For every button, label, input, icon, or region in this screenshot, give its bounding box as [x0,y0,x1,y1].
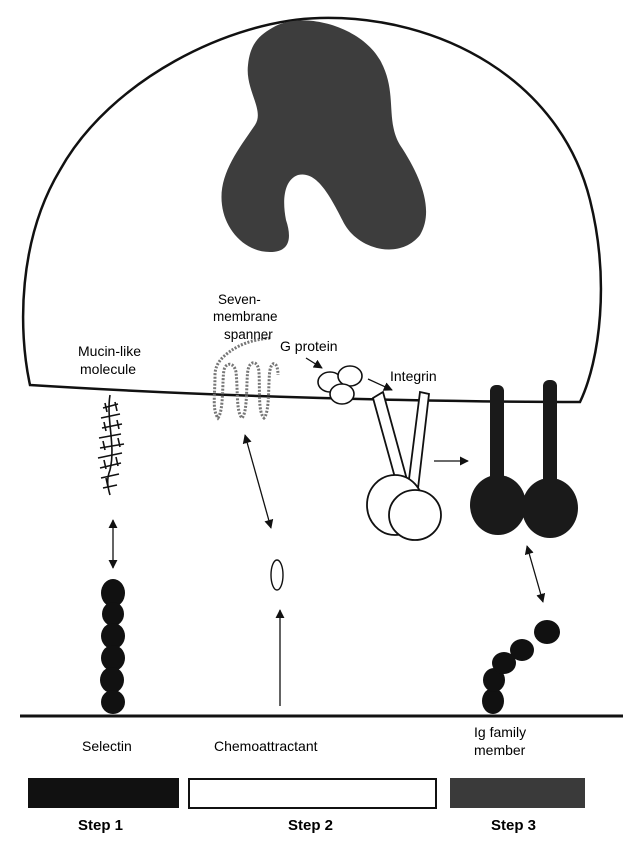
chemoattractant-label: Chemoattractant [214,738,318,754]
selectin [100,579,125,714]
step-3-label: Step 3 [491,817,536,834]
arrow-to-integrin [368,379,392,390]
step-1-label: Step 1 [78,817,123,834]
seven-membrane-spanner [214,338,278,418]
integrin-label: Integrin [390,368,437,384]
seven-spanner-label-line3: spanner [224,327,273,342]
arrow-ig-ig [527,546,543,602]
seven-spanner-label-line2: membrane [213,309,278,324]
selectin-label: Selectin [82,738,132,754]
step-1-bar [28,778,179,808]
nucleus [221,20,426,252]
ig-family-dimer [470,380,578,538]
arrow-to-g-protein [306,358,322,368]
seven-spanner-label-line1: Seven- [218,292,261,307]
arrow-spanner-chemoattractant [245,435,271,528]
step-2-label: Step 2 [288,817,333,834]
interaction-arrows [113,358,543,706]
ig-family-label-line1: Ig family [474,724,526,740]
step-2-bar [189,779,436,808]
mucin-label-line2: molecule [80,361,136,377]
mucin-label-line1: Mucin-like [78,343,141,359]
ig-family-label-line2: member [474,742,526,758]
chemoattractant-molecule [271,560,283,590]
integrin [367,392,441,540]
ig-family-chain [482,620,560,714]
mucin-like-molecule [98,395,124,495]
step-3-bar [450,778,585,808]
g-protein-label: G protein [280,338,338,354]
